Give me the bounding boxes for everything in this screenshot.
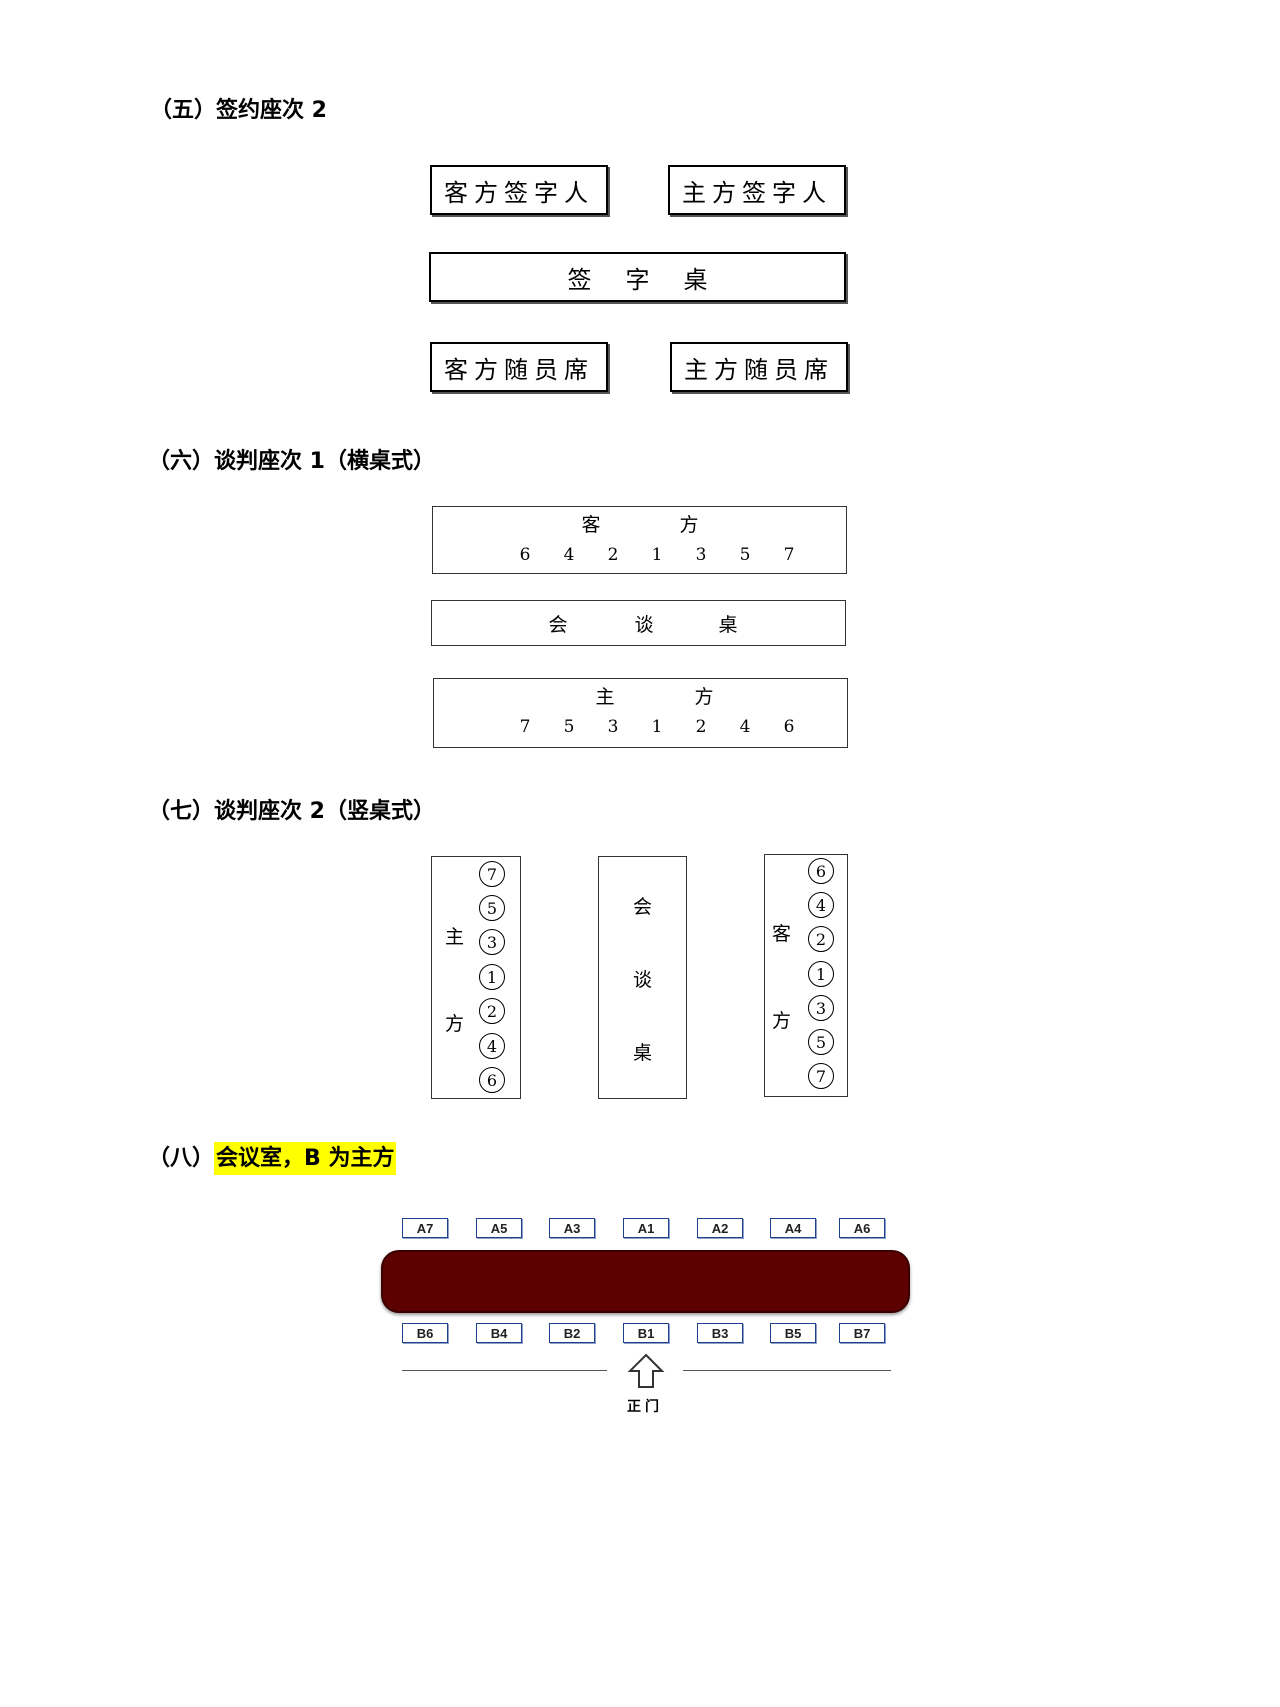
- s7-guest-seat: 6: [808, 858, 834, 884]
- s6-table-char: 桌: [718, 614, 738, 636]
- seat-b: B5: [770, 1323, 816, 1343]
- s6-guest-seat: 3: [695, 545, 707, 565]
- seat-b: B3: [697, 1323, 743, 1343]
- seat-b: B1: [623, 1323, 669, 1343]
- section-7-heading: （七）谈判座次 2（竖桌式）: [148, 799, 435, 824]
- main-entrance-label: 正门: [627, 1399, 663, 1415]
- host-retinue-box: 主方随员席: [670, 342, 848, 392]
- host-signer-box: 主方签字人: [668, 165, 846, 215]
- s7-table-char: 谈: [633, 969, 653, 991]
- section-6-heading: （六）谈判座次 1（横桌式）: [148, 449, 435, 474]
- s7-guest-seat: 5: [808, 1029, 834, 1055]
- s6-host-seat: 2: [695, 717, 707, 737]
- s6-host-seat: 4: [739, 717, 751, 737]
- s6-guest-seat: 5: [739, 545, 751, 565]
- s7-guest-seat: 7: [808, 1063, 834, 1089]
- seat-b: B6: [402, 1323, 448, 1343]
- s7-guest-seat: 4: [808, 892, 834, 918]
- seat-b: B4: [476, 1323, 522, 1343]
- s6-guest-seat: 6: [519, 545, 531, 565]
- s6-host-seat: 1: [651, 717, 663, 737]
- entrance-arrow-icon: [627, 1353, 665, 1388]
- s7-meeting-table: 会 谈 桌: [598, 856, 687, 1099]
- section-8-highlight: 会议室，B 为主方: [214, 1142, 397, 1175]
- seat-a: A4: [770, 1218, 816, 1238]
- s7-host-column: 主 方 7 5 3 1 2 4 6: [431, 856, 521, 1099]
- seat-a: A2: [697, 1218, 743, 1238]
- guest-signer-box: 客方签字人: [430, 165, 608, 215]
- s7-guest-label-b: 方: [772, 1010, 792, 1032]
- s7-host-seat: 7: [479, 861, 505, 887]
- seat-a: A7: [402, 1218, 448, 1238]
- wall-line-left: [402, 1370, 607, 1371]
- s6-host-label-a: 主: [595, 686, 615, 708]
- s7-host-seat: 1: [479, 964, 505, 990]
- s6-guest-seat: 7: [783, 545, 795, 565]
- s7-table-char: 桌: [633, 1042, 653, 1064]
- s7-guest-label-a: 客: [772, 923, 792, 945]
- s6-host-seat: 5: [563, 717, 575, 737]
- s7-guest-seat: 3: [808, 995, 834, 1021]
- signing-table-box: 签字桌: [429, 252, 846, 302]
- s7-guest-seat: 2: [808, 926, 834, 952]
- s7-host-seat: 5: [479, 895, 505, 921]
- s6-guest-label-a: 客: [581, 514, 601, 536]
- conference-table: [381, 1250, 910, 1313]
- s7-host-label-a: 主: [445, 926, 465, 948]
- seat-a: A5: [476, 1218, 522, 1238]
- seat-a: A6: [839, 1218, 885, 1238]
- wall-line-right: [683, 1370, 891, 1371]
- s7-table-char: 会: [633, 896, 653, 918]
- s6-guest-label-b: 方: [679, 514, 699, 536]
- s7-host-seat: 6: [479, 1067, 505, 1093]
- s6-host-seat: 3: [607, 717, 619, 737]
- seat-a: A1: [623, 1218, 669, 1238]
- s6-guest-seat: 1: [651, 545, 663, 565]
- s7-host-label-b: 方: [445, 1013, 465, 1035]
- s6-guest-row: 客 方 6 4 2 1 3 5 7: [432, 506, 847, 574]
- seat-b: B7: [839, 1323, 885, 1343]
- s6-meeting-table: 会 谈 桌: [431, 600, 846, 646]
- s7-host-seat: 2: [479, 998, 505, 1024]
- s6-host-seat: 6: [783, 717, 795, 737]
- s7-host-seat: 3: [479, 929, 505, 955]
- s6-table-char: 谈: [634, 614, 654, 636]
- seat-a: A3: [549, 1218, 595, 1238]
- s6-host-seat: 7: [519, 717, 531, 737]
- s6-table-char: 会: [548, 614, 568, 636]
- section-8-heading: （八）会议室，B 为主方: [148, 1142, 397, 1175]
- s7-guest-column: 客 方 6 4 2 1 3 5 7: [764, 854, 848, 1097]
- seat-b: B2: [549, 1323, 595, 1343]
- section-5-heading: （五）签约座次 2: [150, 98, 327, 123]
- s7-host-seat: 4: [479, 1033, 505, 1059]
- s6-guest-seat: 4: [563, 545, 575, 565]
- s6-host-row: 主 方 7 5 3 1 2 4 6: [433, 678, 848, 748]
- s6-host-label-b: 方: [694, 686, 714, 708]
- guest-retinue-box: 客方随员席: [430, 342, 608, 392]
- section-8-prefix: （八）: [148, 1146, 215, 1171]
- s7-guest-seat: 1: [808, 961, 834, 987]
- s6-guest-seat: 2: [607, 545, 619, 565]
